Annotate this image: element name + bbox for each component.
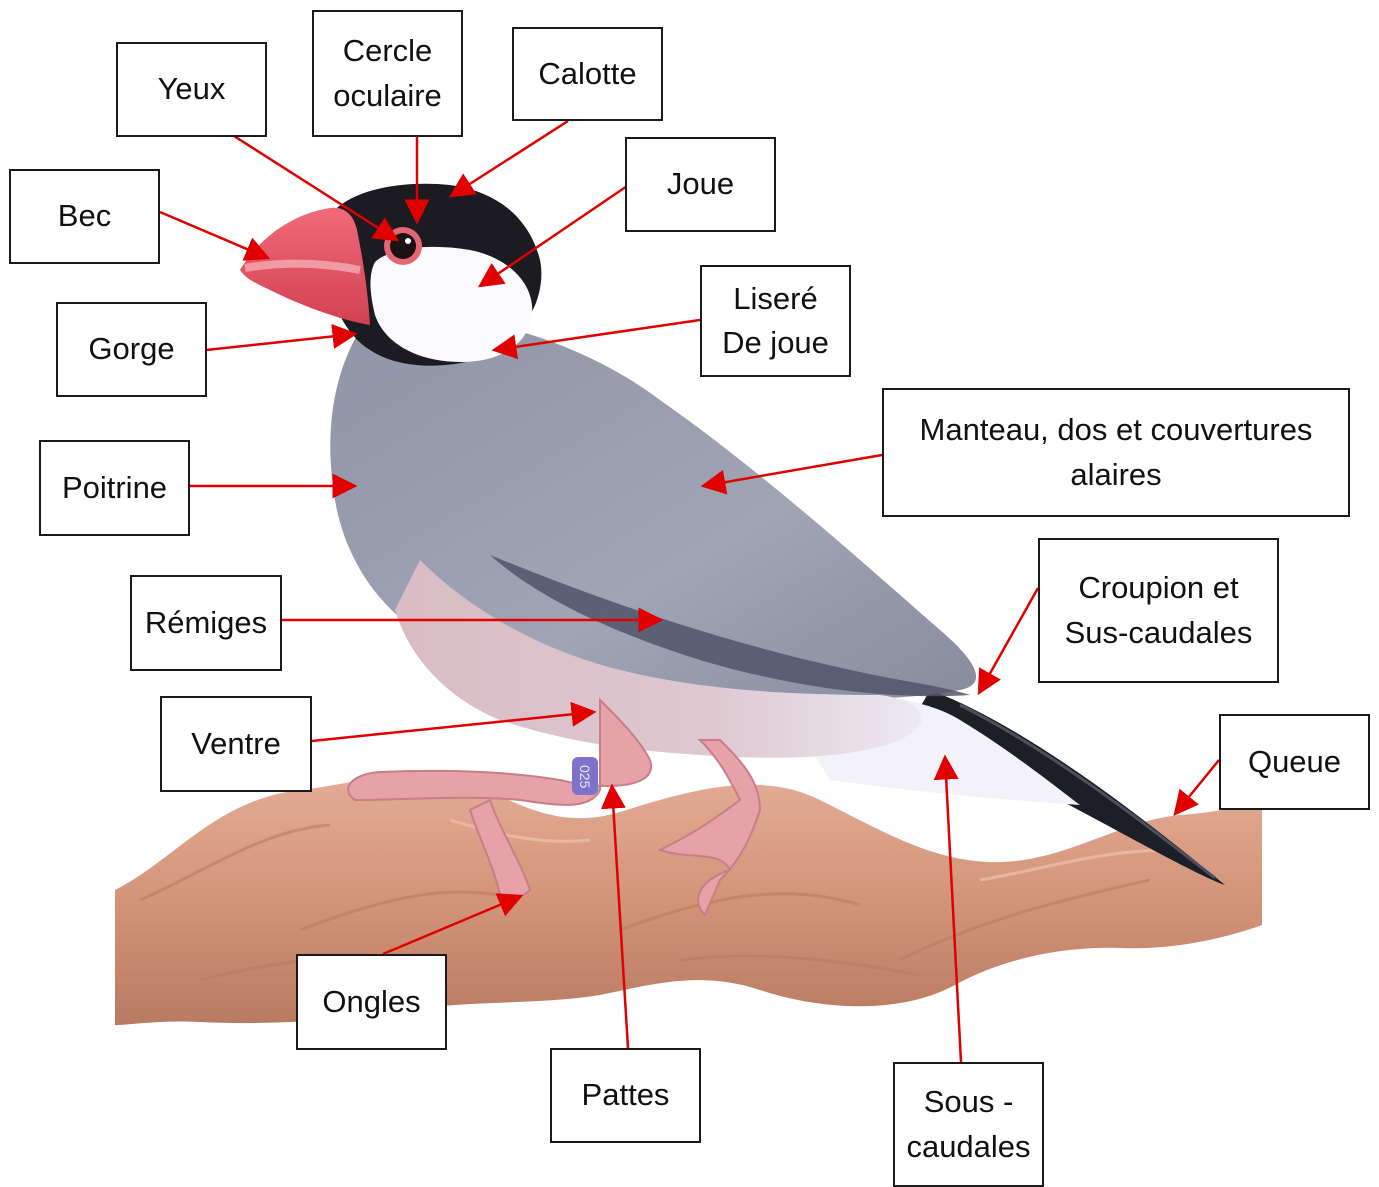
arrow-croupion [979,588,1038,693]
label-lisere-de-joue: Liseré De joue [700,265,851,377]
leg-band-text: 025 [577,765,593,789]
arrow-queue [1175,760,1219,814]
label-poitrine: Poitrine [39,440,190,536]
arrow-calotte [451,121,568,196]
label-cercle-oculaire: Cercle oculaire [312,10,463,137]
arrow-bec [160,212,268,258]
label-remiges: Rémiges [130,575,282,671]
label-calotte: Calotte [512,27,663,121]
label-ongles: Ongles [296,954,447,1050]
label-bec: Bec [9,169,160,264]
label-yeux: Yeux [116,42,267,137]
label-joue: Joue [625,137,776,232]
label-ventre: Ventre [160,696,312,792]
label-pattes: Pattes [550,1048,701,1143]
label-gorge: Gorge [56,302,207,397]
label-manteau: Manteau, dos et couvertures alaires [882,388,1350,517]
label-croupion: Croupion et Sus-caudales [1038,538,1279,683]
label-queue: Queue [1219,714,1370,810]
label-sous-caudales: Sous - caudales [893,1062,1044,1187]
arrow-gorge [206,334,355,350]
